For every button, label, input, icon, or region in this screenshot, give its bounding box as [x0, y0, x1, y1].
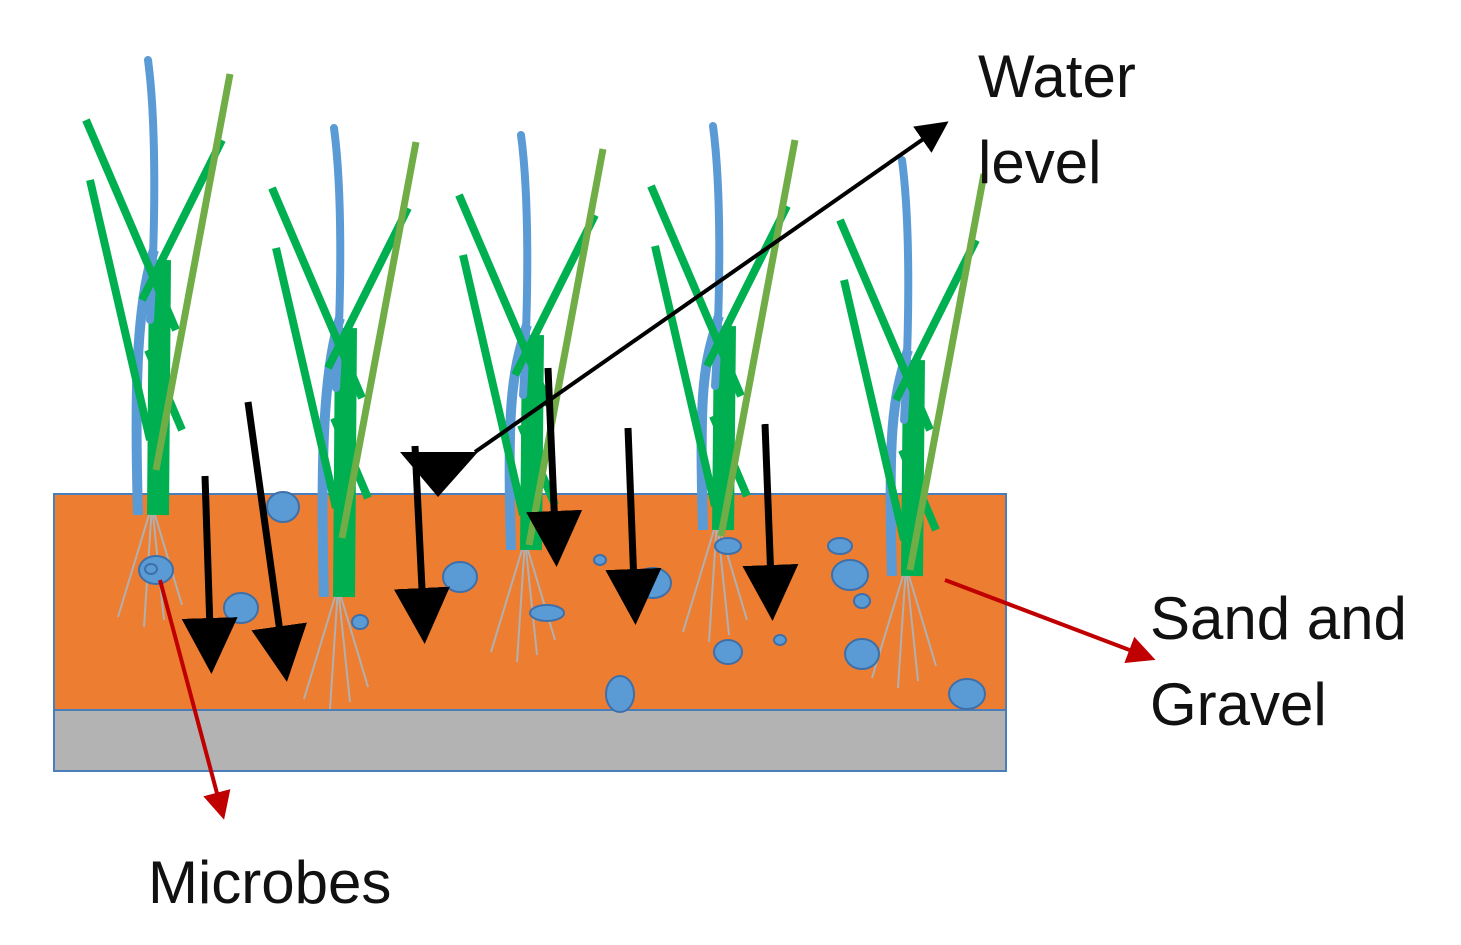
plant-4-root-2 [708, 519, 718, 643]
microbes-label: Microbes [148, 849, 392, 916]
microbes-pointer-arrow [158, 579, 231, 820]
plant-4-leaf-2 [651, 245, 719, 507]
microbe-7 [634, 567, 672, 599]
plant-2-root-4 [337, 586, 369, 688]
plant-1-leaf-3 [138, 138, 226, 302]
sand-and-gravel-label: Sand and Gravel [1150, 576, 1407, 748]
plant-4-olive-leaf [717, 139, 799, 537]
plant-5-leaf-3 [892, 238, 980, 402]
plant-1-root-1 [117, 504, 153, 618]
microbe-2 [223, 592, 259, 624]
plant-3-leaf-2 [459, 254, 527, 516]
microbe-5 [442, 561, 478, 593]
plant-2-root-3 [337, 586, 351, 703]
microbe-15 [948, 678, 986, 710]
plant-5-root-4 [905, 565, 937, 667]
plant-3-root-2 [516, 539, 526, 663]
flow-arrow-1 [181, 475, 238, 674]
plant-1-leaf-4 [144, 348, 186, 432]
microbe-9 [713, 639, 743, 665]
plant-1-leaf-1 [82, 118, 180, 332]
plant-4-leaf-4 [709, 414, 751, 498]
plant-3-olive-leaf [525, 148, 607, 546]
plant-4-root-4 [716, 519, 748, 621]
flow-arrow-3 [393, 445, 450, 644]
microbe-3 [266, 491, 300, 523]
water-level-marker [400, 452, 478, 497]
microbe-8 [714, 537, 742, 555]
plant-3-leaf-1 [455, 193, 553, 407]
microbe-16 [144, 563, 158, 575]
flow-arrow-2 [244, 401, 307, 682]
microbe-10 [605, 675, 635, 713]
plant-2-leaf-3 [324, 206, 412, 370]
plant-2-leaf-4 [330, 416, 372, 500]
plant-2-leaf-2 [272, 247, 340, 509]
plant-4-leaf-3 [703, 204, 791, 368]
sand-and-gravel-label-line-2: Gravel [1150, 671, 1327, 738]
microbe-14 [844, 638, 880, 670]
plant-3-leaf-4 [517, 423, 559, 507]
sand-gravel-pointer-arrow [944, 578, 1156, 663]
water-level-label-line-1: Water [978, 43, 1136, 110]
plant-2-leaf-1 [268, 186, 366, 400]
plant-2-olive-leaf [338, 141, 420, 539]
plant-2-root-2 [329, 586, 339, 710]
plant-1-olive-leaf [152, 73, 234, 471]
plant-2-root-1 [303, 586, 339, 700]
microbe-6 [529, 604, 565, 622]
plant-3-leaf-3 [511, 213, 599, 377]
plant-5-root-2 [897, 565, 907, 689]
base-layer [53, 709, 1007, 772]
microbe-12 [831, 559, 869, 591]
sand-and-gravel-label-line-1: Sand and [1150, 585, 1407, 652]
water-level-label: Water level [978, 34, 1136, 206]
plant-1-green-trunk [147, 259, 171, 516]
flow-arrow-5 [605, 427, 662, 625]
microbe-19 [773, 634, 787, 646]
plant-5-leaf-4 [898, 448, 940, 532]
plant-4-leaf-1 [647, 184, 745, 398]
plant-5-leaf-1 [836, 218, 934, 432]
microbe-13 [853, 593, 871, 609]
flow-arrow-6 [742, 423, 799, 621]
microbe-11 [827, 537, 853, 555]
plant-1-root-4 [151, 504, 183, 606]
plant-1-leaf-2 [86, 179, 154, 441]
plant-3-root-1 [490, 539, 526, 653]
plant-5-leaf-2 [840, 279, 908, 541]
microbe-4 [351, 614, 369, 630]
plant-5-root-3 [905, 565, 919, 682]
microbe-18 [593, 554, 607, 566]
water-level-arrow [473, 121, 949, 454]
plant-4-root-1 [682, 519, 718, 633]
water-level-label-line-2: level [978, 129, 1102, 196]
plant-5-olive-leaf [906, 173, 988, 571]
plant-2-green-trunk [333, 327, 357, 598]
